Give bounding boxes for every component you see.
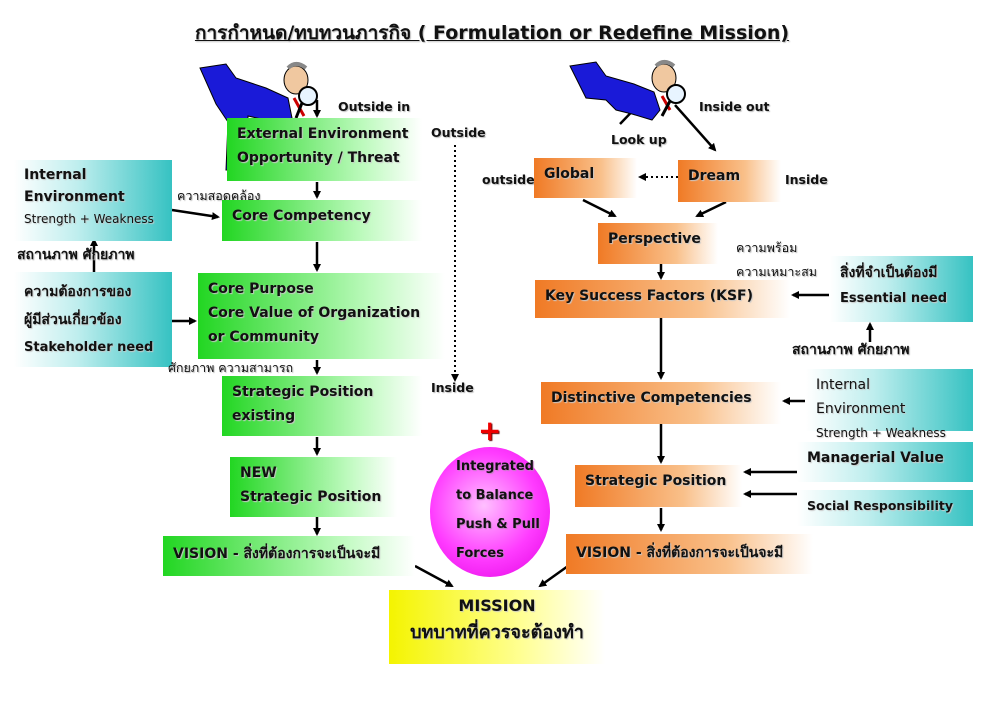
stakeholder-line: Stakeholder need [24,340,154,355]
strategic-existing-box: Strategic Position existing [222,376,422,436]
ksf-box: Key Success Factors (KSF) [535,280,790,318]
essential-line: Essential need [840,291,948,306]
mission-subtitle: บทบาทที่ควรจะต้องทำ [410,622,584,643]
internal-environment-box: Internal Environment Strength + Weakness [14,160,172,241]
status-potential-label: สถานภาพ ศักยภาพ [17,247,135,263]
strategic-position-text: Strategic Position [585,473,727,489]
stakeholder-box: ความต้องการของ ผู้มีส่วนเกี่ยวข้อง Stake… [14,272,172,367]
alignment-label: ความสอดคล้อง [177,188,261,203]
essential-line: สิ่งที่จำเป็นต้องมี [840,265,938,281]
plus-sign: + [478,414,502,447]
external-env-line: External Environment [237,126,409,142]
integrated-line: Integrated [456,459,534,474]
dream-box: Dream [678,160,781,202]
distinctive-text: Distinctive Competencies [551,390,752,406]
dream-text: Dream [688,168,741,184]
strategic-existing-line: existing [232,408,296,424]
distinctive-competencies-box: Distinctive Competencies [541,382,781,424]
internal-env-right-line: Internal Environment [816,377,906,417]
readiness-line: ความพร้อม [736,240,798,255]
readiness-line: ความเหมาะสม [736,264,817,279]
social-text: Social Responsibility [807,498,953,513]
mission-box: MISSION บทบาทที่ควรจะต้องทำ [389,590,605,664]
internal-env-right-line: Strength + Weakness [816,426,946,440]
managerial-text: Managerial Value [807,450,944,466]
outside-label: Outside [431,125,486,140]
potential-capability-label: ศักยภาพ ความสามารถ [168,360,294,375]
core-purpose-box: Core Purpose Core Value of Organization … [198,273,445,359]
global-box: Global [534,158,637,198]
ksf-text: Key Success Factors (KSF) [545,288,753,304]
managerial-value-box: Managerial Value [797,442,973,482]
core-competency-text: Core Competency [232,208,371,224]
integrated-line: Forces [456,546,504,561]
inside-label: Inside [431,380,474,395]
integrated-forces-circle: Integrated to Balance Push & Pull Forces [430,447,550,577]
internal-env-line: Environment [24,189,125,205]
stakeholder-line: ความต้องการของ [24,284,132,300]
integrated-line: Push & Pull [456,517,540,532]
core-purpose-line: or Community [208,329,320,345]
outside-right-label: outside [482,172,535,187]
vision-left-box: VISION - สิ่งที่ต้องการจะเป็นจะมี [163,536,415,576]
magnifier-person-icon [569,60,686,121]
social-responsibility-box: Social Responsibility [797,490,973,526]
new-strategic-line: Strategic Position [240,489,382,505]
mission-title: MISSION [458,596,536,615]
core-competency-box: Core Competency [222,200,422,241]
inside-right-label: Inside [785,172,828,187]
stakeholder-line: ผู้มีส่วนเกี่ยวข้อง [24,312,122,328]
strategic-existing-line: Strategic Position [232,384,374,400]
external-env-line: Opportunity / Threat [237,150,400,166]
internal-environment-right-box: Internal Environment Strength + Weakness [806,369,973,440]
perspective-box: Perspective [598,223,718,264]
perspective-text: Perspective [608,231,701,247]
vision-right-box: VISION - สิ่งที่ต้องการจะเป็นจะมี [566,534,813,574]
new-strategic-line: NEW [240,465,277,481]
magnifier-person-icon [199,62,318,171]
core-purpose-line: Core Value of Organization [208,305,421,321]
look-up-label: Look up [611,132,667,147]
vision-right-text: VISION - สิ่งที่ต้องการจะเป็นจะมี [576,545,784,561]
core-purpose-line: Core Purpose [208,281,314,297]
readiness-label: ความพร้อม ความเหมาะสม [736,236,817,284]
global-text: Global [544,166,595,182]
status-potential-right-label: สถานภาพ ศักยภาพ [792,342,910,358]
strategic-position-box: Strategic Position [575,465,742,507]
new-strategic-box: NEW Strategic Position [230,457,397,517]
essential-need-box: สิ่งที่จำเป็นต้องมี Essential need [830,256,973,322]
integrated-line: to Balance [456,488,534,503]
external-environment-box: External Environment Opportunity / Threa… [227,118,422,181]
inside-out-label: Inside out [699,99,770,114]
internal-env-line: Internal [24,167,87,183]
outside-in-label: Outside in [338,99,411,114]
page-title: การกำหนด/ทบทวนภารกิจ ( Formulation or Re… [194,22,790,44]
internal-env-sub: Strength + Weakness [24,212,154,226]
vision-left-text: VISION - สิ่งที่ต้องการจะเป็นจะมี [173,546,381,562]
